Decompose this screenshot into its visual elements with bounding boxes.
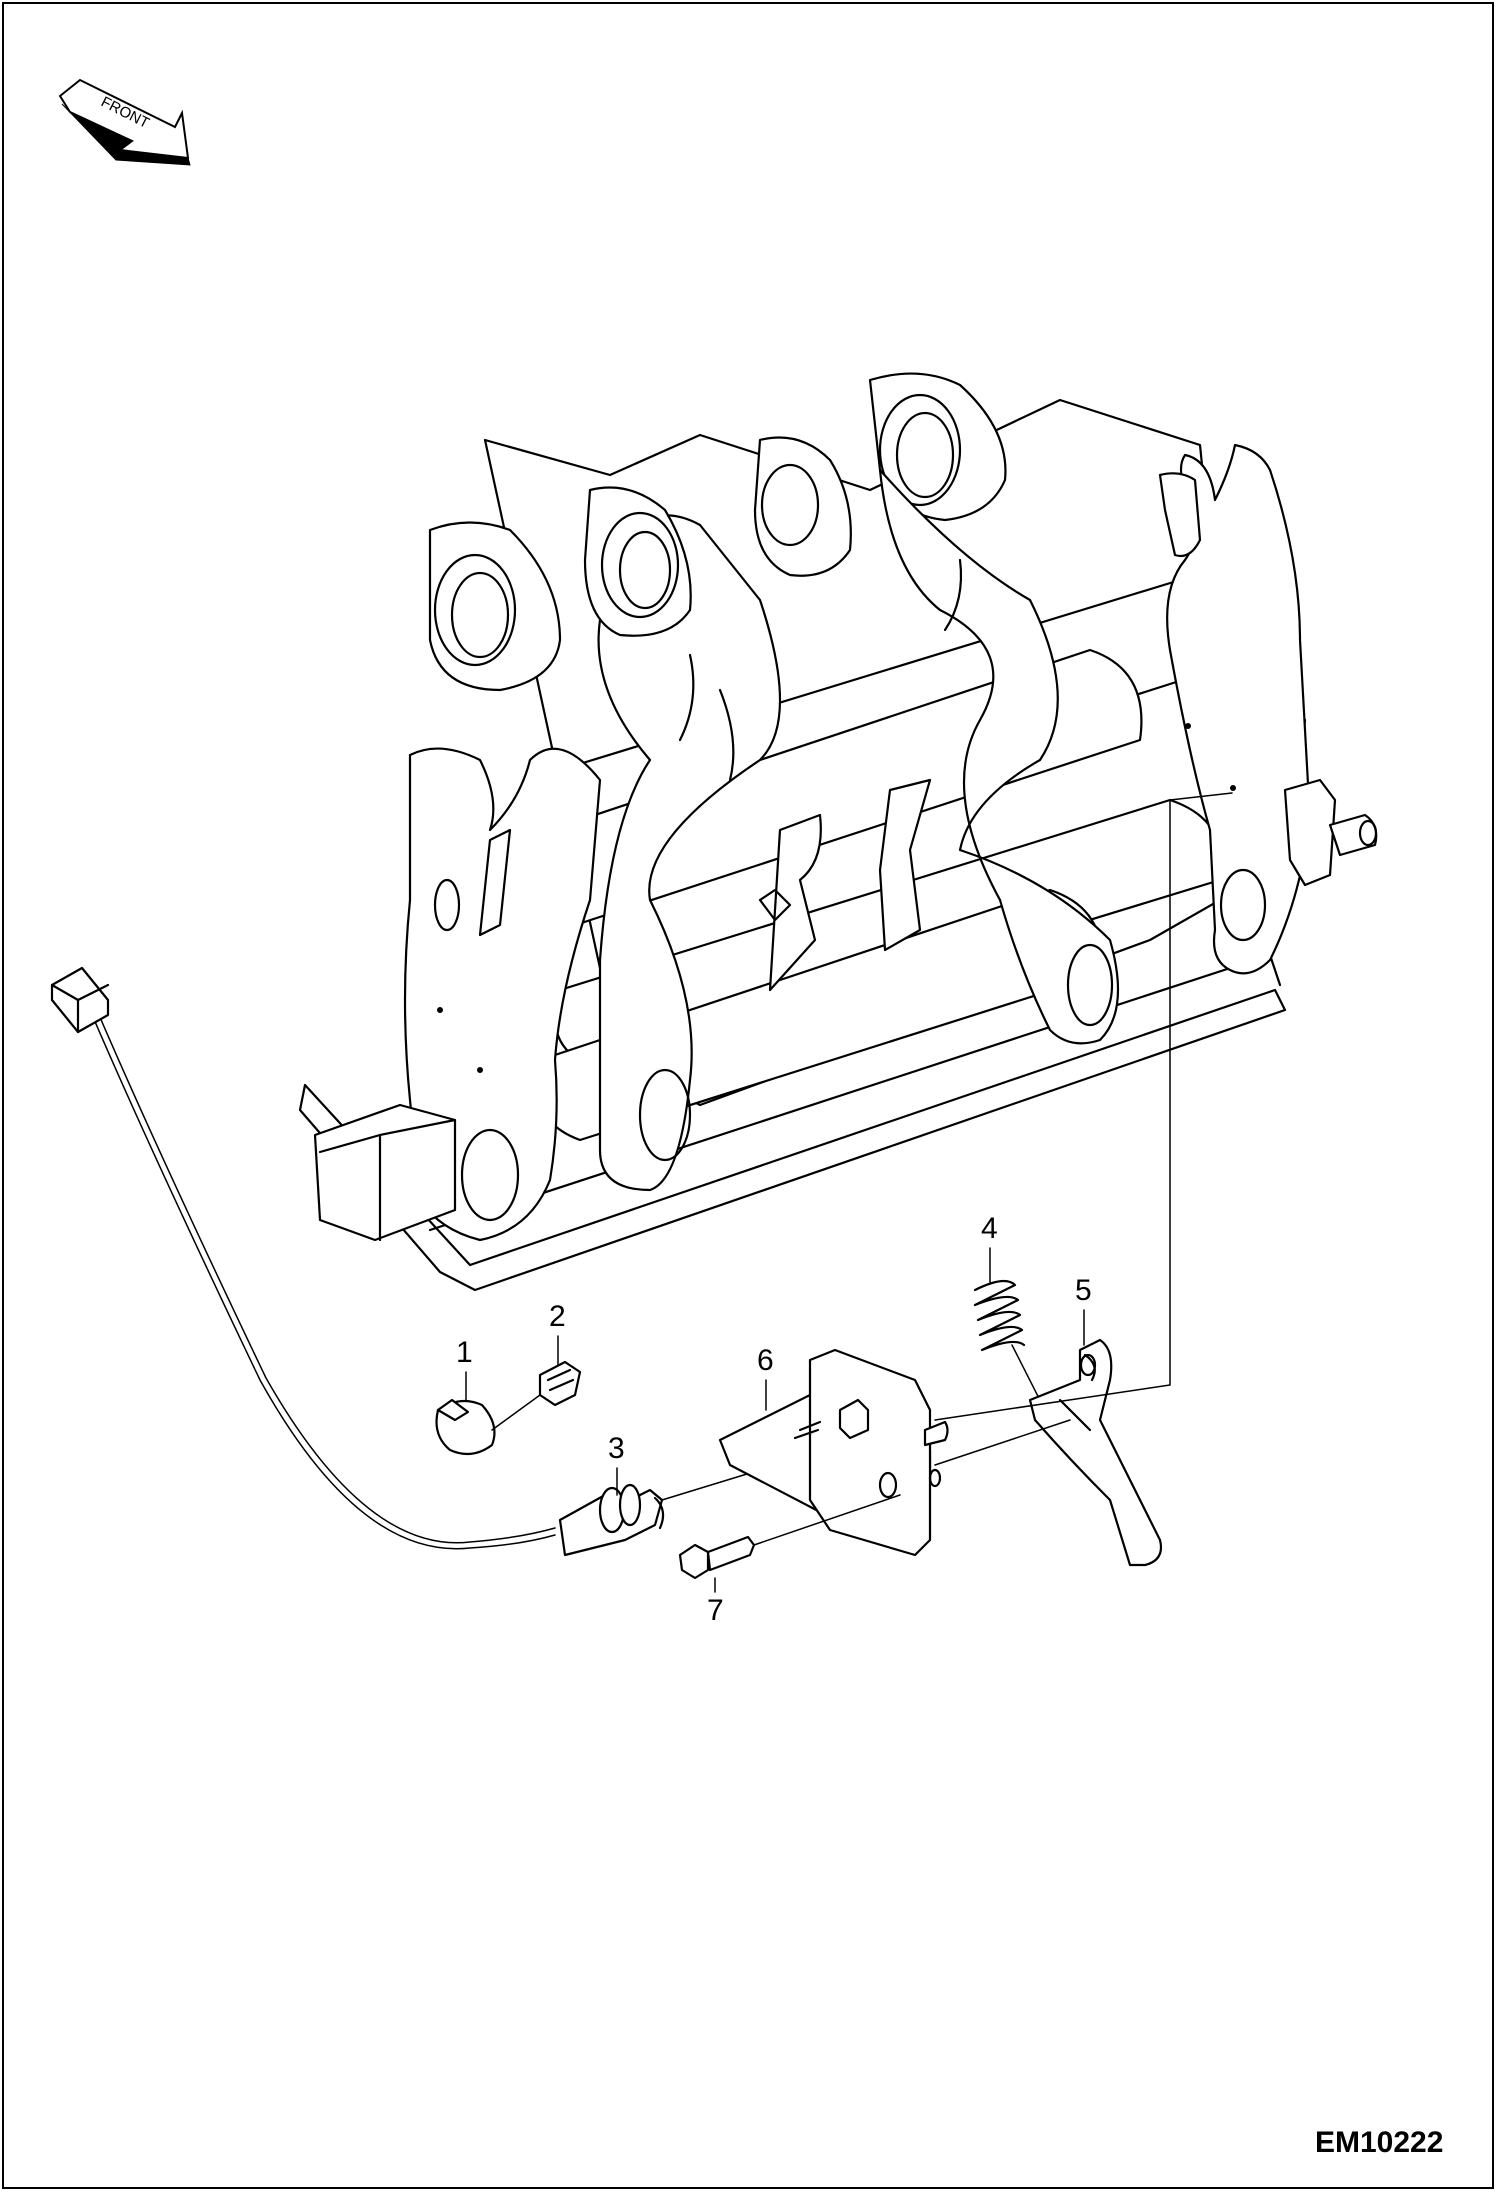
callout-3: 3 bbox=[608, 1432, 625, 1465]
callout-4: 4 bbox=[981, 1212, 998, 1245]
part-6-bracket bbox=[718, 1348, 949, 1557]
quick-coupler-body bbox=[298, 372, 1378, 1292]
assembly-leader-lines bbox=[934, 792, 1233, 1466]
part-2-clip bbox=[491, 1360, 582, 1431]
part-1-cap bbox=[435, 1398, 496, 1456]
front-arrow-icon: FRONT bbox=[58, 78, 191, 166]
callout-7: 7 bbox=[707, 1594, 724, 1627]
part-7-bolt bbox=[678, 1494, 901, 1580]
callout-2: 2 bbox=[549, 1300, 566, 1333]
sensor-cable bbox=[50, 966, 556, 1550]
callout-leaders bbox=[465, 1247, 1085, 1593]
part-3-sensor bbox=[558, 1469, 761, 1557]
drawing-code: EM10222 bbox=[1315, 2126, 1443, 2159]
callout-6: 6 bbox=[757, 1344, 774, 1377]
part-5-lever bbox=[1028, 1338, 1163, 1567]
callout-5: 5 bbox=[1075, 1274, 1092, 1307]
callout-1: 1 bbox=[456, 1336, 473, 1369]
